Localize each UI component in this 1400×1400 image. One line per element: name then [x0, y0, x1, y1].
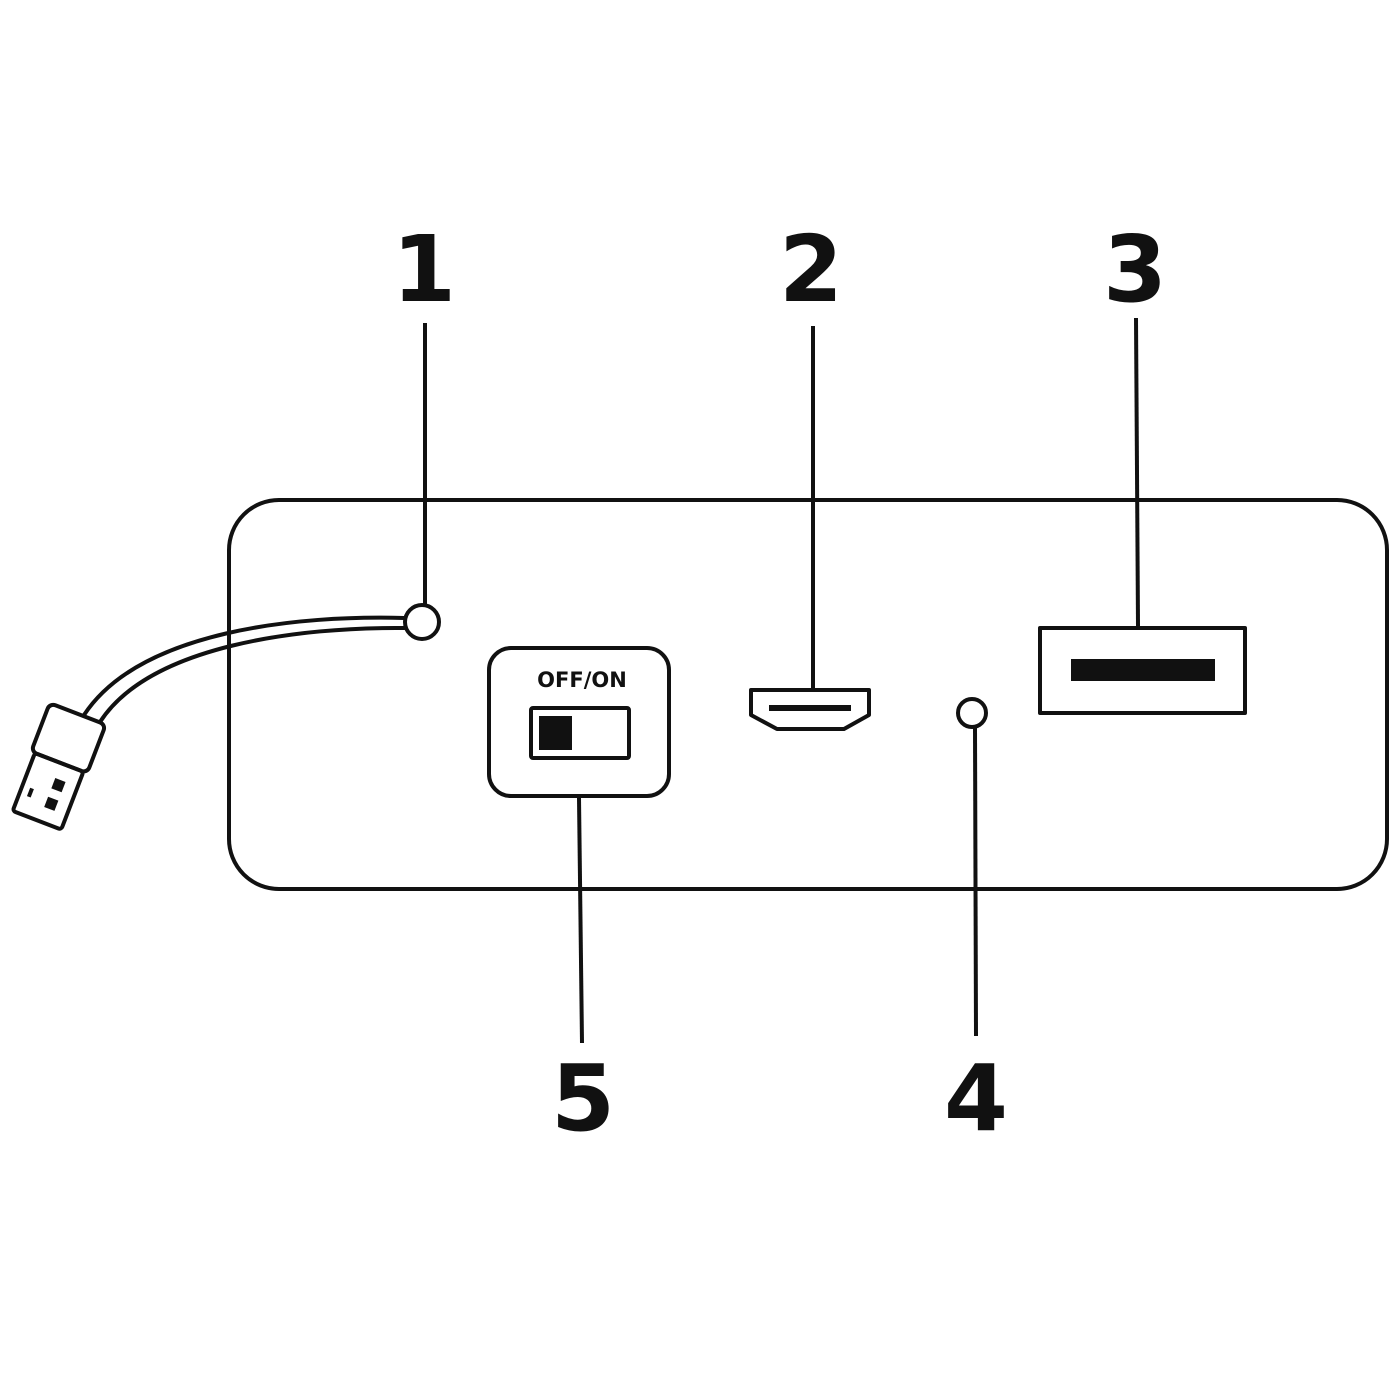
- callout-5: 5: [551, 1045, 615, 1152]
- usb-a-port-frame: [1038, 626, 1247, 715]
- hdmi-port: [749, 688, 871, 731]
- power-switch-knob: [539, 716, 572, 750]
- usb-a-port: [1038, 626, 1247, 715]
- usb-cable: [11, 603, 441, 831]
- usb-plug-icon: [11, 702, 107, 831]
- power-switch-track: [529, 706, 631, 760]
- device-panel: [227, 498, 1389, 891]
- power-switch-label: OFF/ON: [537, 668, 627, 692]
- leader-line-3: [1134, 317, 1140, 627]
- callout-4: 4: [944, 1045, 1008, 1152]
- callout-3: 3: [1103, 216, 1167, 323]
- power-switch: OFF/ON: [487, 646, 671, 798]
- leader-line-4: [973, 727, 978, 1037]
- leader-line-5: [577, 797, 584, 1044]
- usb-a-port-tongue: [1071, 659, 1215, 681]
- callout-1: 1: [392, 216, 456, 323]
- cable-entry-point: [403, 603, 441, 641]
- hdmi-port-icon: [749, 688, 871, 731]
- power-switch-housing: [487, 646, 671, 798]
- callout-2: 2: [779, 216, 843, 323]
- indicator-light: [956, 697, 988, 729]
